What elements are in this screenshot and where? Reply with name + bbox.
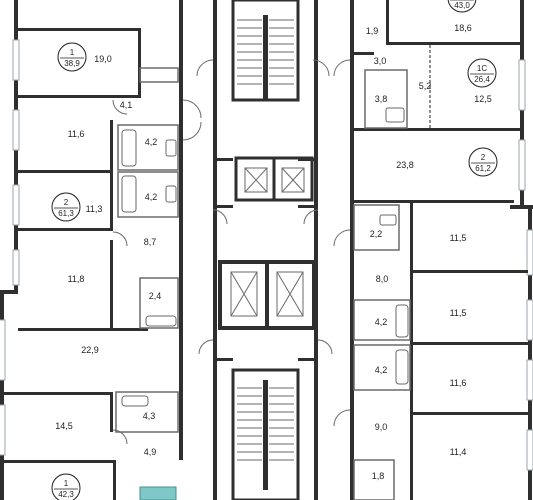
apartment-area: 42,3: [58, 490, 74, 499]
apartment-area: 26,4: [474, 75, 490, 84]
left-bathtubs: [121, 129, 177, 407]
windows-left: [0, 39, 20, 456]
room-area-label: 1,8: [372, 471, 385, 481]
apartment-marker: 1С 26,4: [467, 58, 497, 88]
windows-right: [518, 59, 533, 471]
room-area-label: 11,6: [68, 129, 85, 139]
apartment-marker: 1 42,3: [51, 473, 81, 500]
room-area-label: 11,5: [450, 233, 467, 243]
room-area-label: 4,2: [375, 365, 388, 375]
left-interior-walls: [4, 28, 148, 500]
apartment-markers: 1 38,9 2 61,3 1 42,3 43,0 1С 26,4: [51, 0, 498, 500]
room-area-label: 19,0: [94, 54, 112, 64]
room-area-label: 23,8: [396, 160, 414, 170]
apartment-area: 61,2: [475, 164, 491, 173]
room-area-label: 8,0: [376, 274, 389, 284]
room-area-label: 4,1: [120, 100, 133, 110]
apartment-rooms: 2: [481, 153, 486, 162]
balcony-glass: [139, 486, 177, 500]
room-area-label: 22,9: [81, 345, 99, 355]
apartment-marker: 2 61,2: [468, 147, 498, 177]
elevators-small: [234, 156, 314, 202]
room-area-label: 11,4: [450, 447, 467, 457]
room-area-labels: 19,0 4,1 11,6 4,2 4,2 11,3 8,7 11,8 2,4 …: [55, 23, 492, 481]
right-bathtubs: [379, 107, 409, 385]
room-area-label: 4,2: [145, 137, 158, 147]
room-area-label: 9,0: [375, 422, 388, 432]
apartment-rooms: 1: [64, 479, 69, 488]
elevators-large: [218, 260, 316, 330]
room-area-label: 14,5: [55, 421, 73, 431]
room-area-label: 18,6: [454, 23, 472, 33]
room-area-label: 11,5: [450, 308, 467, 318]
room-area-label: 5,2: [419, 81, 432, 91]
apartment-rooms: 1С: [477, 64, 487, 73]
core-partitions: [217, 158, 314, 361]
room-area-label: 4,9: [144, 447, 157, 457]
apartment-marker: 2 61,3: [51, 192, 81, 222]
stair-top: [231, 0, 300, 102]
door-swings: [112, 59, 351, 445]
room-area-label: 3,0: [374, 56, 387, 66]
room-area-label: 11,3: [86, 204, 103, 214]
right-thin-walls: [353, 45, 431, 500]
room-area-label: 4,3: [143, 411, 156, 421]
stair-bottom: [231, 368, 300, 500]
room-area-label: 11,8: [68, 274, 85, 284]
right-interior-walls: [354, 0, 528, 500]
room-area-label: 3,8: [375, 94, 388, 104]
room-area-label: 11,6: [450, 378, 467, 388]
apartment-area: 38,9: [64, 59, 80, 68]
room-area-label: 2,2: [370, 229, 383, 239]
room-area-label: 12,5: [474, 94, 492, 104]
room-area-label: 4,2: [375, 317, 388, 327]
apartment-area: 43,0: [454, 1, 470, 10]
apartment-marker: 1 38,9: [57, 42, 87, 72]
apartment-marker: 43,0: [447, 0, 477, 13]
room-area-label: 2,4: [149, 291, 162, 301]
apartment-area: 61,3: [58, 209, 74, 218]
apartment-rooms: 2: [64, 198, 69, 207]
room-area-label: 4,2: [145, 192, 158, 202]
room-area-label: 8,7: [144, 237, 157, 247]
left-wet-rooms: [115, 67, 179, 433]
apartment-rooms: 1: [70, 48, 75, 57]
room-area-label: 1,9: [366, 26, 379, 36]
